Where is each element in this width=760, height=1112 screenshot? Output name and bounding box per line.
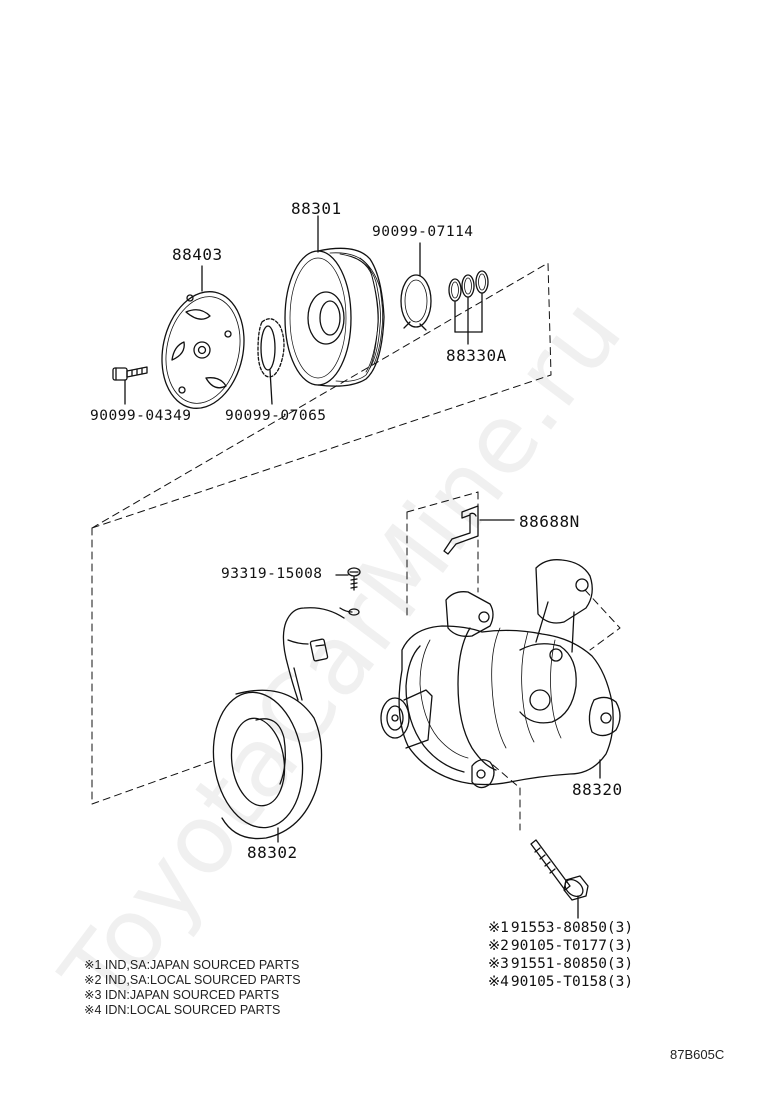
- part-label-88302: 88302: [247, 843, 298, 862]
- part-label-93319-15008: 93319-15008: [221, 566, 323, 582]
- part-label-88330A: 88330A: [446, 346, 507, 365]
- part-label-88688N: 88688N: [519, 512, 580, 531]
- screw-icon: [347, 567, 361, 591]
- bolt-icon: [112, 366, 148, 381]
- snap-ring-icon: [400, 274, 432, 331]
- footnote-2: ※2 IND,SA:LOCAL SOURCED PARTS: [84, 973, 301, 987]
- footnote-3: ※3 IDN:JAPAN SOURCED PARTS: [84, 988, 280, 1002]
- leader-90099-07065: [269, 369, 273, 405]
- part-label-88403: 88403: [172, 245, 223, 264]
- assembly-envelope-dashed: [91, 262, 621, 831]
- part-label-90099-07065: 90099-07065: [225, 408, 327, 424]
- part-label-90099-07114: 90099-07114: [372, 224, 474, 240]
- field-coil-icon: [212, 607, 360, 840]
- leader-88330A: [454, 292, 483, 345]
- diagram-code: 87B605C: [670, 1047, 725, 1062]
- part-label-88301: 88301: [291, 199, 342, 218]
- part-label-90099-04349: 90099-04349: [90, 408, 192, 424]
- washer-icon: [257, 318, 285, 378]
- pulley-icon: [284, 247, 385, 387]
- bracket-icon: [443, 505, 479, 555]
- footnote-4: ※4 IDN:LOCAL SOURCED PARTS: [84, 1003, 281, 1017]
- footnote-1: ※1 IND,SA:JAPAN SOURCED PARTS: [84, 958, 300, 972]
- bolt-icon: [530, 839, 589, 901]
- part-label-88320: 88320: [572, 780, 623, 799]
- pressure-plate-icon: [161, 291, 245, 409]
- compressor-icon: [380, 559, 621, 789]
